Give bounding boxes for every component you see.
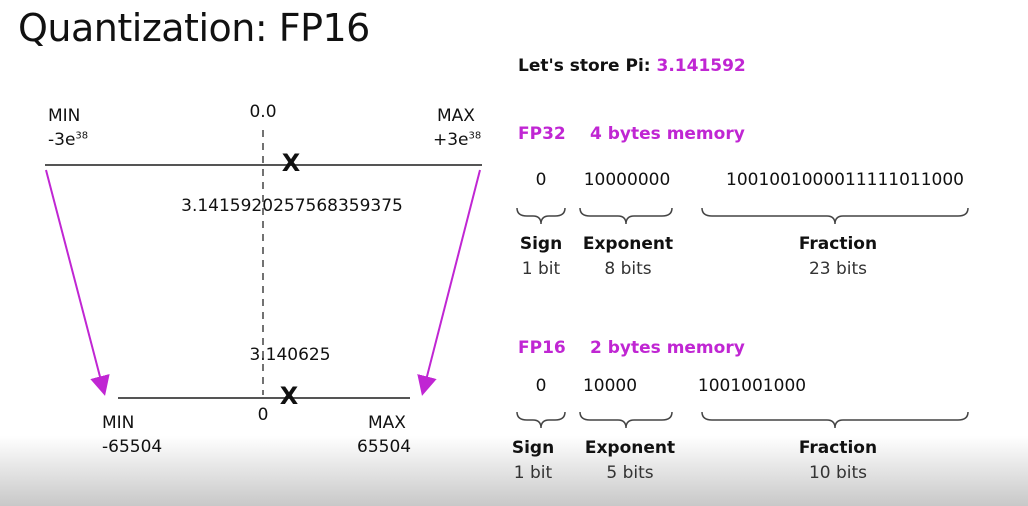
fp32-exponent-count: 8 bits xyxy=(604,259,652,279)
fp16-fraction-label: Fraction xyxy=(798,438,878,458)
fp16-name: FP16 xyxy=(518,338,566,358)
fp32-pi-marker: X xyxy=(281,149,301,177)
fp32-exponent-label: Exponent xyxy=(582,234,674,254)
fp32-fraction-brace xyxy=(701,207,969,225)
fp32-zero-label: 0.0 xyxy=(249,102,277,122)
page-title: Quantization: FP16 xyxy=(18,6,370,50)
fp16-memory: 2 bytes memory xyxy=(590,338,745,358)
fp32-stored-value: 3.1415920257568359375 xyxy=(181,196,403,216)
fp16-exponent-label: Exponent xyxy=(584,438,676,458)
min-mapping-arrow xyxy=(45,169,110,396)
fp16-pi-marker: X xyxy=(279,382,299,410)
fp32-sign-bits-value: 0 xyxy=(535,170,547,190)
fp16-max-value: 65504 xyxy=(357,437,412,457)
fp32-memory: 4 bytes memory xyxy=(590,124,745,144)
fp32-sign-count: 1 bit xyxy=(521,259,561,279)
fp32-sign-label: Sign xyxy=(519,234,563,254)
fp16-fraction-count: 10 bits xyxy=(808,463,868,483)
pi-value: 3.141592 xyxy=(656,56,746,76)
fp16-min-label: MIN xyxy=(102,413,135,433)
fp32-fraction-bits-value: 1001001000011111011000 xyxy=(726,170,964,190)
fp32-max-label: MAX xyxy=(437,106,475,126)
fp16-zero-label: 0 xyxy=(257,405,269,425)
fp32-min-label: MIN xyxy=(48,106,81,126)
fp32-name: FP32 xyxy=(518,124,566,144)
fp16-fraction-bits-value: 1001001000 xyxy=(697,376,807,396)
fp16-max-label: MAX xyxy=(368,413,406,433)
fp16-exponent-brace xyxy=(579,411,673,429)
fp32-exponent-brace xyxy=(579,207,673,225)
fp32-sign-brace xyxy=(516,207,566,225)
fp16-fraction-brace xyxy=(701,411,969,429)
store-label: Let's store Pi: xyxy=(518,56,651,76)
fp16-min-value: -65504 xyxy=(102,437,163,457)
fp32-fraction-label: Fraction xyxy=(798,234,878,254)
fp32-min-value: -3e38 xyxy=(48,130,89,150)
fp32-max-value: +3e38 xyxy=(433,130,482,150)
fp32-exponent-bits-value: 10000000 xyxy=(583,170,671,190)
fp16-sign-brace xyxy=(516,411,566,429)
fp16-exponent-bits-value: 10000 xyxy=(582,376,638,396)
store-pi-heading: Let's store Pi: 3.141592 xyxy=(518,56,746,76)
fp32-fraction-count: 23 bits xyxy=(808,259,868,279)
fp16-stored-value: 3.140625 xyxy=(249,345,331,365)
fp16-sign-count: 1 bit xyxy=(513,463,553,483)
fp16-sign-label: Sign xyxy=(511,438,555,458)
max-mapping-arrow xyxy=(417,169,481,396)
fp16-exponent-count: 5 bits xyxy=(606,463,654,483)
fp16-sign-bits-value: 0 xyxy=(535,376,547,396)
